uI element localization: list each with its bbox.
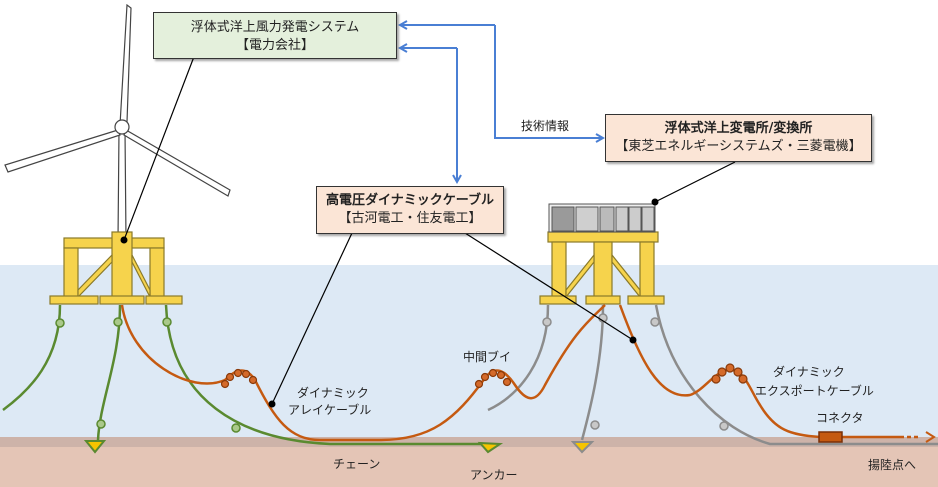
substation-org: 【東芝エネルギーシステムズ・三菱電機】 (615, 139, 862, 154)
wind-system-box: 浮体式洋上風力発電システム 【電力会社】 (153, 12, 397, 59)
export-cable-label-1: ダイナミック (773, 365, 845, 379)
seabed-surface (0, 437, 938, 447)
mid-buoys (220, 363, 748, 389)
array-cable-label-1: ダイナミック (297, 386, 369, 400)
seabed (0, 447, 938, 487)
substation-box: 浮体式洋上変電所/変換所 【東芝エネルギーシステムズ・三菱電機】 (605, 114, 872, 162)
cable-title: 高電圧ダイナミックケーブル (326, 193, 494, 208)
anchor-icon (83, 440, 107, 454)
connector-label: コネクタ (816, 411, 864, 425)
anchor-icon (570, 441, 595, 454)
info-arrows (400, 25, 603, 182)
export-cable-label-2: エクスポートケーブル (755, 384, 874, 398)
array-cable-label-2: アレイケーブル (288, 403, 372, 417)
leader-lines (123, 53, 736, 405)
to-landing-label: 揚陸点へ (868, 458, 917, 472)
mid-buoy-label: 中間ブイ (463, 350, 512, 364)
tech-info-label: 技術情報 (521, 119, 570, 133)
substation-equipment (548, 203, 656, 233)
wind-turbine (4, 3, 231, 241)
cable-box: 高電圧ダイナミックケーブル 【古河電工・住友電工】 (316, 186, 504, 234)
chain-joints (55, 317, 241, 433)
turbine-float (49, 231, 183, 305)
wind-system-title: 浮体式洋上風力発電システム (190, 20, 360, 35)
substation-title: 浮体式洋上変電所/変換所 (664, 121, 813, 136)
anchor-label: アンカー (470, 468, 518, 482)
connector (818, 431, 843, 443)
wind-system-org: 【電力会社】 (235, 38, 314, 53)
cable-org: 【古河電工・住友電工】 (338, 211, 482, 226)
chain-label: チェーン (333, 457, 381, 471)
anchor-icon (477, 441, 504, 454)
